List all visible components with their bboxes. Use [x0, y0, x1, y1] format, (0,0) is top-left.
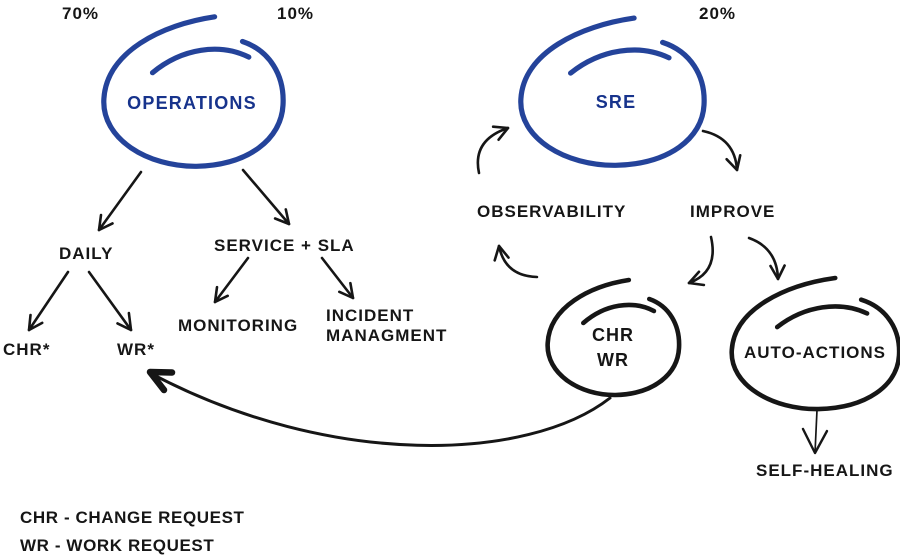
percent-operations: 70% — [62, 4, 100, 23]
node-observability: OBSERVABILITY — [477, 202, 627, 221]
legend-change-request: CHR - CHANGE REQUEST — [20, 508, 245, 527]
arrow-auto-actions-self-healing — [801, 409, 829, 455]
arrow-operations-service-sla — [241, 168, 291, 226]
arrow-service-incident — [320, 256, 355, 300]
arrow-improve-auto-actions — [747, 236, 786, 281]
arrow-chr-wr-feedback — [146, 368, 612, 447]
node-chr: CHR* — [3, 340, 51, 359]
percent-service: 10% — [277, 4, 315, 23]
node-incident-management: INCIDENT MANAGMENT — [326, 306, 447, 346]
arrow-daily-wr — [87, 270, 133, 332]
chr-wr-line-2: WR — [597, 350, 629, 370]
arrow-chr-wr-observability — [493, 244, 539, 279]
arrow-operations-daily — [97, 170, 143, 232]
operations-circle — [101, 14, 286, 169]
arrow-observability-sre — [476, 125, 510, 175]
chr-wr-line-1: CHR — [592, 325, 634, 345]
node-sre: SRE — [595, 92, 637, 112]
percent-sre: 20% — [699, 4, 737, 23]
incident-line-2: MANAGMENT — [326, 326, 448, 345]
incident-line-1: INCIDENT — [326, 306, 415, 325]
node-auto-actions: AUTO-ACTIONS — [743, 343, 887, 362]
node-operations: OPERATIONS — [127, 93, 257, 113]
arrow-daily-chr — [27, 270, 70, 332]
node-wr: WR* — [117, 340, 155, 359]
legend-work-request: WR - WORK REQUEST — [20, 536, 215, 555]
auto-actions-circle — [729, 275, 900, 412]
node-chr-wr: CHR WR — [592, 323, 634, 373]
chr-wr-circle — [545, 277, 682, 398]
node-self-healing: SELF-HEALING — [756, 461, 894, 480]
arrow-service-monitoring — [213, 256, 250, 304]
node-service-sla: SERVICE + SLA — [214, 236, 355, 255]
sre-circle — [518, 15, 707, 168]
node-improve: IMPROVE — [690, 202, 776, 221]
node-daily: DAILY — [59, 244, 114, 263]
arrow-improve-chr-wr — [687, 235, 714, 287]
arrow-sre-improve — [701, 129, 742, 172]
node-monitoring: MONITORING — [178, 316, 299, 335]
